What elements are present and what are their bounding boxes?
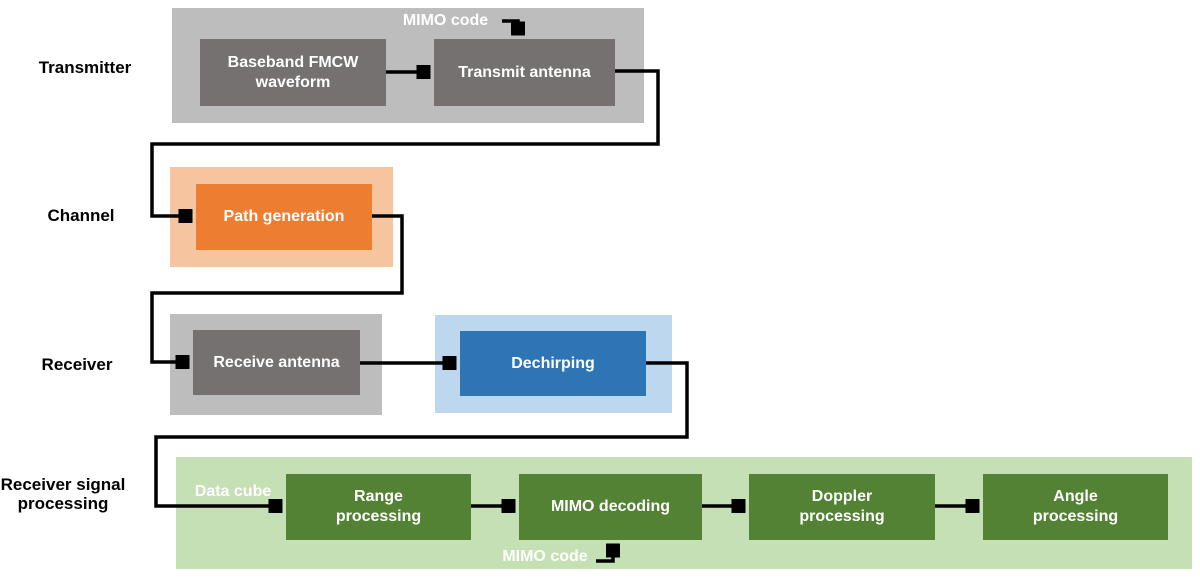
row-label-transmitter: Transmitter — [38, 58, 132, 77]
block-mimo-decoding: MIMO decoding — [519, 474, 702, 540]
block-transmit-antenna: Transmit antenna — [434, 39, 615, 106]
row-label-receiver: Receiver — [41, 355, 113, 374]
annotation-data-cube: Data cube — [194, 483, 272, 500]
annotation-mimo-code-bottom: MIMO code — [502, 548, 588, 565]
block-doppler-processing: Doppler processing — [749, 474, 935, 540]
block-angle-processing: Angle processing — [983, 474, 1168, 540]
block-baseband-fmcw-waveform: Baseband FMCW waveform — [200, 39, 386, 106]
block-dechirping: Dechirping — [460, 331, 646, 396]
row-label-channel: Channel — [47, 206, 115, 225]
block-path-generation: Path generation — [196, 184, 372, 250]
annotation-mimo-code-top: MIMO code — [402, 12, 489, 29]
block-receive-antenna: Receive antenna — [193, 330, 360, 395]
block-range-processing: Range processing — [286, 474, 471, 540]
row-label-receiver-signal-processing: Receiver signal processing — [0, 475, 126, 513]
